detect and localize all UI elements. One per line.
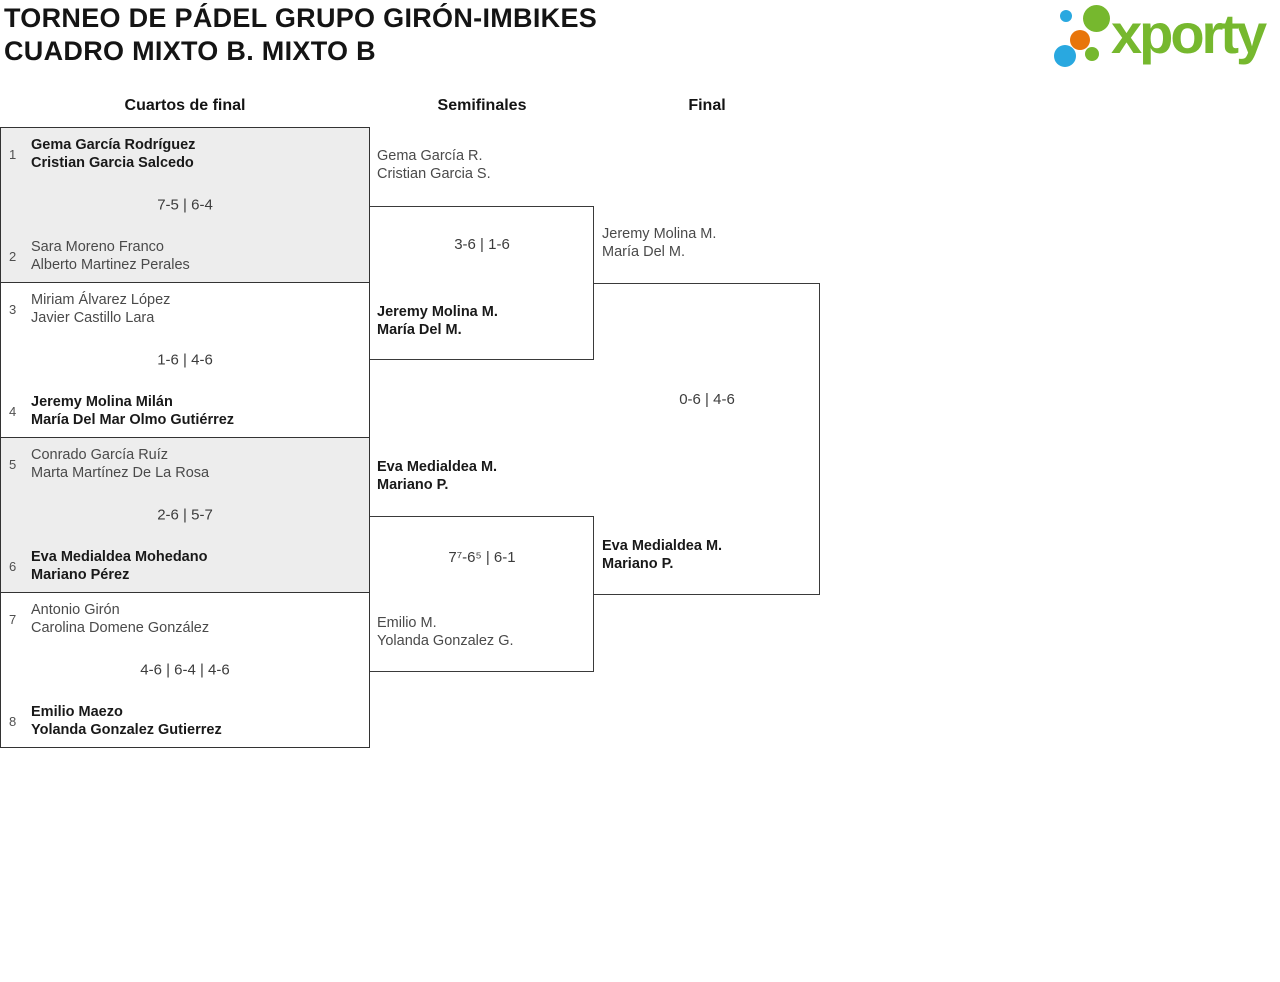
- team-slot: 3 Miriam Álvarez López Javier Castillo L…: [9, 291, 363, 327]
- team-names: Jeremy Molina Milán María Del Mar Olmo G…: [31, 393, 234, 429]
- seed-number: 6: [9, 558, 17, 574]
- player-name: Mariano Pérez: [31, 567, 130, 583]
- seed-number: 4: [9, 403, 17, 419]
- logo-dot-icon: [1054, 45, 1076, 67]
- qf-match-4: 7 Antonio Girón Carolina Domene González…: [0, 592, 370, 748]
- player-name: Gema García Rodríguez: [31, 137, 196, 153]
- match-score: 7-5 | 6-4: [157, 196, 213, 214]
- qf-match-3: 5 Conrado García Ruíz Marta Martínez De …: [0, 437, 370, 593]
- match-score: 2-6 | 5-7: [157, 506, 213, 524]
- qf-match-2: 3 Miriam Álvarez López Javier Castillo L…: [0, 282, 370, 438]
- player-name: Marta Martínez De La Rosa: [31, 465, 210, 481]
- player-name: Jeremy Molina Milán: [31, 394, 173, 410]
- bracket-connector-line: [593, 283, 820, 284]
- player-name: María Del M.: [377, 322, 462, 338]
- page-title: TORNEO DE PÁDEL GRUPO GIRÓN-IMBIKES CUAD…: [4, 2, 597, 68]
- player-name: Emilio M.: [377, 615, 437, 631]
- player-name: Sara Moreno Franco: [31, 239, 164, 255]
- team-slot: 1 Gema García Rodríguez Cristian Garcia …: [9, 136, 363, 172]
- tournament-title: TORNEO DE PÁDEL GRUPO GIRÓN-IMBIKES: [4, 3, 598, 33]
- logo-dot-icon: [1083, 5, 1110, 32]
- bracket-connector-line: [370, 516, 594, 517]
- match-score: 4-6 | 6-4 | 4-6: [140, 661, 230, 679]
- player-name: Eva Medialdea Mohedano: [31, 549, 208, 565]
- player-name: Mariano P.: [377, 477, 449, 493]
- seed-number: 7: [9, 611, 17, 627]
- bracket-connector-line: [593, 594, 820, 595]
- team-slot: 8 Emilio Maezo Yolanda Gonzalez Gutierre…: [9, 703, 363, 739]
- team-names: Gema García R. Cristian Garcia S.: [377, 147, 491, 183]
- logo-wordmark: xporty: [1111, 2, 1267, 65]
- match-score: 3-6 | 1-6: [454, 236, 510, 253]
- player-name: María Del Mar Olmo Gutiérrez: [31, 412, 235, 428]
- team-names: Antonio Girón Carolina Domene González: [31, 601, 209, 637]
- team-names: Gema García Rodríguez Cristian Garcia Sa…: [31, 136, 195, 172]
- player-name: Emilio Maezo: [31, 704, 123, 720]
- round-header-semifinals: Semifinales: [437, 97, 527, 114]
- team-names: Miriam Álvarez López Javier Castillo Lar…: [31, 291, 170, 327]
- player-name: Yolanda Gonzalez G.: [377, 633, 514, 649]
- round-header-final: Final: [688, 97, 726, 114]
- player-name: Cristian Garcia S.: [377, 166, 491, 182]
- team-names: Eva Medialdea Mohedano Mariano Pérez: [31, 548, 207, 584]
- team-names: Emilio Maezo Yolanda Gonzalez Gutierrez: [31, 703, 222, 739]
- player-name: Antonio Girón: [31, 602, 120, 618]
- player-name: Carolina Domene González: [31, 620, 210, 636]
- player-name: Cristian Garcia Salcedo: [31, 155, 194, 171]
- logo-dot-icon: [1070, 30, 1090, 50]
- player-name: Miriam Álvarez López: [31, 292, 171, 308]
- xporty-logo[interactable]: xporty: [1045, 0, 1280, 80]
- player-name: Gema García R.: [377, 148, 483, 164]
- bracket-subtitle: CUADRO MIXTO B. MIXTO B: [4, 36, 376, 66]
- team-names: Emilio M. Yolanda Gonzalez G.: [377, 614, 514, 650]
- team-slot: 7 Antonio Girón Carolina Domene González: [9, 601, 363, 637]
- player-name: Eva Medialdea M.: [377, 459, 498, 475]
- logo-dot-icon: [1060, 10, 1072, 22]
- seed-number: 3: [9, 301, 17, 317]
- bracket-connector-line: [370, 671, 594, 672]
- bracket-connector-line: [819, 283, 820, 595]
- team-slot: 5 Conrado García Ruíz Marta Martínez De …: [9, 446, 363, 482]
- bracket-connector-line: [370, 206, 594, 207]
- logo-dot-icon: [1085, 47, 1099, 61]
- match-score: 1-6 | 4-6: [157, 351, 213, 369]
- player-name: Conrado García Ruíz: [31, 447, 169, 463]
- match-score: 0-6 | 4-6: [679, 391, 735, 408]
- player-name: Alberto Martinez Perales: [31, 257, 190, 273]
- round-header-quarterfinals: Cuartos de final: [124, 97, 246, 114]
- bracket-connector-line: [370, 359, 594, 360]
- qf-match-1: 1 Gema García Rodríguez Cristian Garcia …: [0, 127, 370, 283]
- seed-number: 8: [9, 713, 17, 729]
- seed-number: 2: [9, 248, 17, 264]
- seed-number: 1: [9, 146, 17, 162]
- team-names: Eva Medialdea M. Mariano P.: [602, 537, 722, 573]
- match-score: 7⁷-6⁵ | 6-1: [448, 549, 516, 566]
- player-name: María Del M.: [602, 244, 685, 260]
- team-names: Jeremy Molina M. María Del M.: [602, 225, 716, 261]
- player-name: Yolanda Gonzalez Gutierrez: [31, 722, 222, 738]
- player-name: Mariano P.: [602, 556, 674, 572]
- seed-number: 5: [9, 456, 17, 472]
- team-slot: 2 Sara Moreno Franco Alberto Martinez Pe…: [9, 238, 363, 274]
- player-name: Eva Medialdea M.: [602, 538, 723, 554]
- team-names: Eva Medialdea M. Mariano P.: [377, 458, 497, 494]
- team-names: Jeremy Molina M. María Del M.: [377, 303, 498, 339]
- team-slot: 4 Jeremy Molina Milán María Del Mar Olmo…: [9, 393, 363, 429]
- team-slot: 6 Eva Medialdea Mohedano Mariano Pérez: [9, 548, 363, 584]
- player-name: Jeremy Molina M.: [377, 304, 498, 320]
- player-name: Javier Castillo Lara: [31, 310, 155, 326]
- team-names: Conrado García Ruíz Marta Martínez De La…: [31, 446, 209, 482]
- player-name: Jeremy Molina M.: [602, 226, 717, 242]
- team-names: Sara Moreno Franco Alberto Martinez Pera…: [31, 238, 190, 274]
